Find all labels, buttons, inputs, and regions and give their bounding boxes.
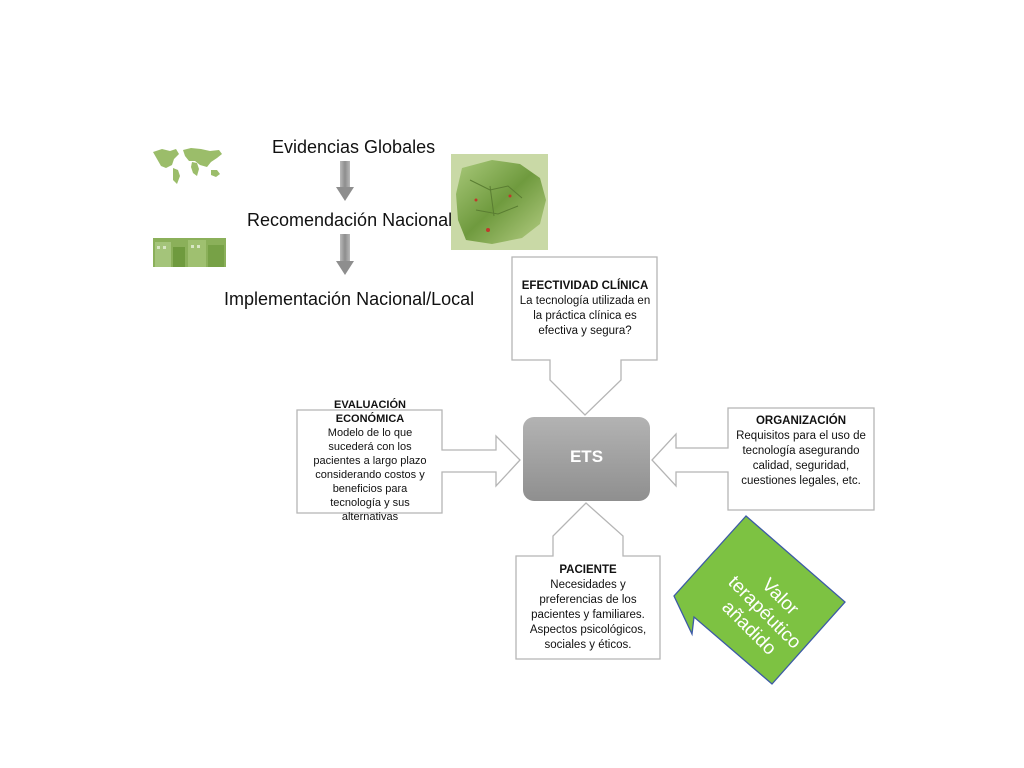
- evaluacion-title: EVALUACIÓN ECONÓMICA: [334, 399, 406, 425]
- organizacion-title: ORGANIZACIÓN: [755, 415, 847, 427]
- organizacion-callout-shape: [651, 407, 875, 511]
- efectividad-callout: EFECTIVIDAD CLÍNICA La tecnología utiliz…: [518, 279, 652, 339]
- flow-arrow-2: [336, 234, 354, 275]
- ets-box: [523, 417, 650, 501]
- uruguay-map-image: [451, 154, 548, 250]
- flow-step-global: Evidencias Globales: [272, 137, 436, 157]
- efectividad-body: La tecnología utilizada en la práctica c…: [519, 295, 651, 337]
- buildings-photo: [153, 238, 226, 267]
- flow-step-local: Implementación Nacional/Local: [224, 289, 475, 309]
- efectividad-title: EFECTIVIDAD CLÍNICA: [521, 280, 649, 292]
- valor-badge-shape: [673, 515, 846, 685]
- evaluacion-callout: EVALUACIÓN ECONÓMICA Modelo de lo que su…: [303, 398, 437, 524]
- evaluacion-body: Modelo de lo que sucederá con los pacien…: [313, 427, 427, 523]
- efectividad-callout-shape: [511, 256, 658, 416]
- flow-arrow-1: [336, 161, 354, 201]
- flow-step-national: Recomendación Nacional: [247, 210, 453, 230]
- evaluacion-callout-shape: [296, 409, 521, 514]
- ets-label: ETS: [569, 447, 604, 466]
- paciente-title: PACIENTE: [559, 564, 617, 576]
- organizacion-body: Requisitos para el uso de tecnología ase…: [736, 430, 866, 487]
- world-map-icon: [153, 148, 222, 184]
- paciente-body: Necesidades y preferencias de los pacien…: [529, 579, 647, 651]
- organizacion-callout: ORGANIZACIÓN Requisitos para el uso de t…: [735, 414, 867, 489]
- paciente-callout: PACIENTE Necesidades y preferencias de l…: [522, 563, 654, 653]
- paciente-callout-shape: [515, 502, 661, 660]
